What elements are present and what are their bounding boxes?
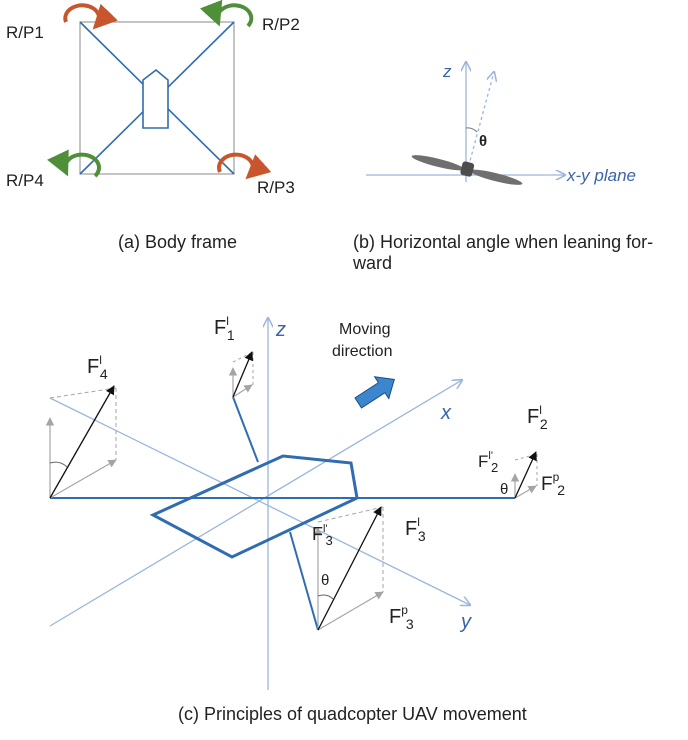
rotor-2-rotation-icon bbox=[199, 0, 254, 28]
force-f3-group bbox=[313, 506, 384, 631]
tilted-thrust-line bbox=[466, 72, 494, 173]
caption-panel-b-line1: (b) Horizontal angle when leaning for- bbox=[353, 232, 654, 252]
rotor-4-rotation-icon bbox=[47, 149, 101, 178]
rotor-label-p3: R/P3 bbox=[257, 178, 295, 197]
theta-label-f3: θ bbox=[321, 572, 329, 589]
force-f2-group bbox=[510, 451, 538, 499]
panel-b-horizontal-angle: z x-y plane θ bbox=[366, 62, 636, 185]
moving-direction-label-2: direction bbox=[332, 343, 392, 360]
z-axis-label: z bbox=[442, 62, 452, 81]
theta-arc bbox=[465, 127, 478, 133]
rotor-3-rotation-icon bbox=[217, 152, 272, 180]
x-axis-label-c: x bbox=[440, 402, 452, 424]
y-axis-label-c: y bbox=[459, 611, 472, 633]
rotor-1-rotation-icon bbox=[63, 3, 118, 30]
arm-1 bbox=[232, 396, 259, 463]
force-label-f3-prime: Fl'3 bbox=[312, 523, 333, 548]
theta-label-f2: θ bbox=[500, 481, 508, 498]
theta-label: θ bbox=[479, 133, 487, 150]
z-axis-label-c: z bbox=[275, 319, 286, 341]
arm-3 bbox=[289, 531, 319, 631]
rotor-label-p2: R/P2 bbox=[262, 15, 300, 34]
caption-panel-c: (c) Principles of quadcopter UAV movemen… bbox=[178, 704, 527, 724]
rotor-label-p4: R/P4 bbox=[6, 171, 44, 190]
force-label-f2-prime: Fl'2 bbox=[478, 450, 498, 475]
rotor-label-p1: R/P1 bbox=[6, 23, 44, 42]
propeller-icon bbox=[411, 155, 523, 185]
x-axis-c bbox=[49, 380, 462, 627]
force-f1-group bbox=[228, 351, 254, 398]
frame-outline bbox=[79, 21, 235, 175]
drone-body bbox=[142, 68, 169, 129]
moving-direction-label-1: Moving bbox=[339, 321, 391, 338]
caption-panel-b-line2: ward bbox=[353, 253, 393, 273]
panel-a-body-frame: R/P1 R/P2 R/P3 R/P4 bbox=[6, 0, 300, 197]
y-axis-c bbox=[49, 397, 470, 605]
force-f4-group bbox=[45, 385, 117, 499]
moving-direction-arrow-icon bbox=[354, 376, 395, 409]
xy-plane-label: x-y plane bbox=[566, 166, 636, 185]
drone-body-c bbox=[149, 454, 359, 559]
caption-panel-a: (a) Body frame bbox=[118, 232, 238, 252]
